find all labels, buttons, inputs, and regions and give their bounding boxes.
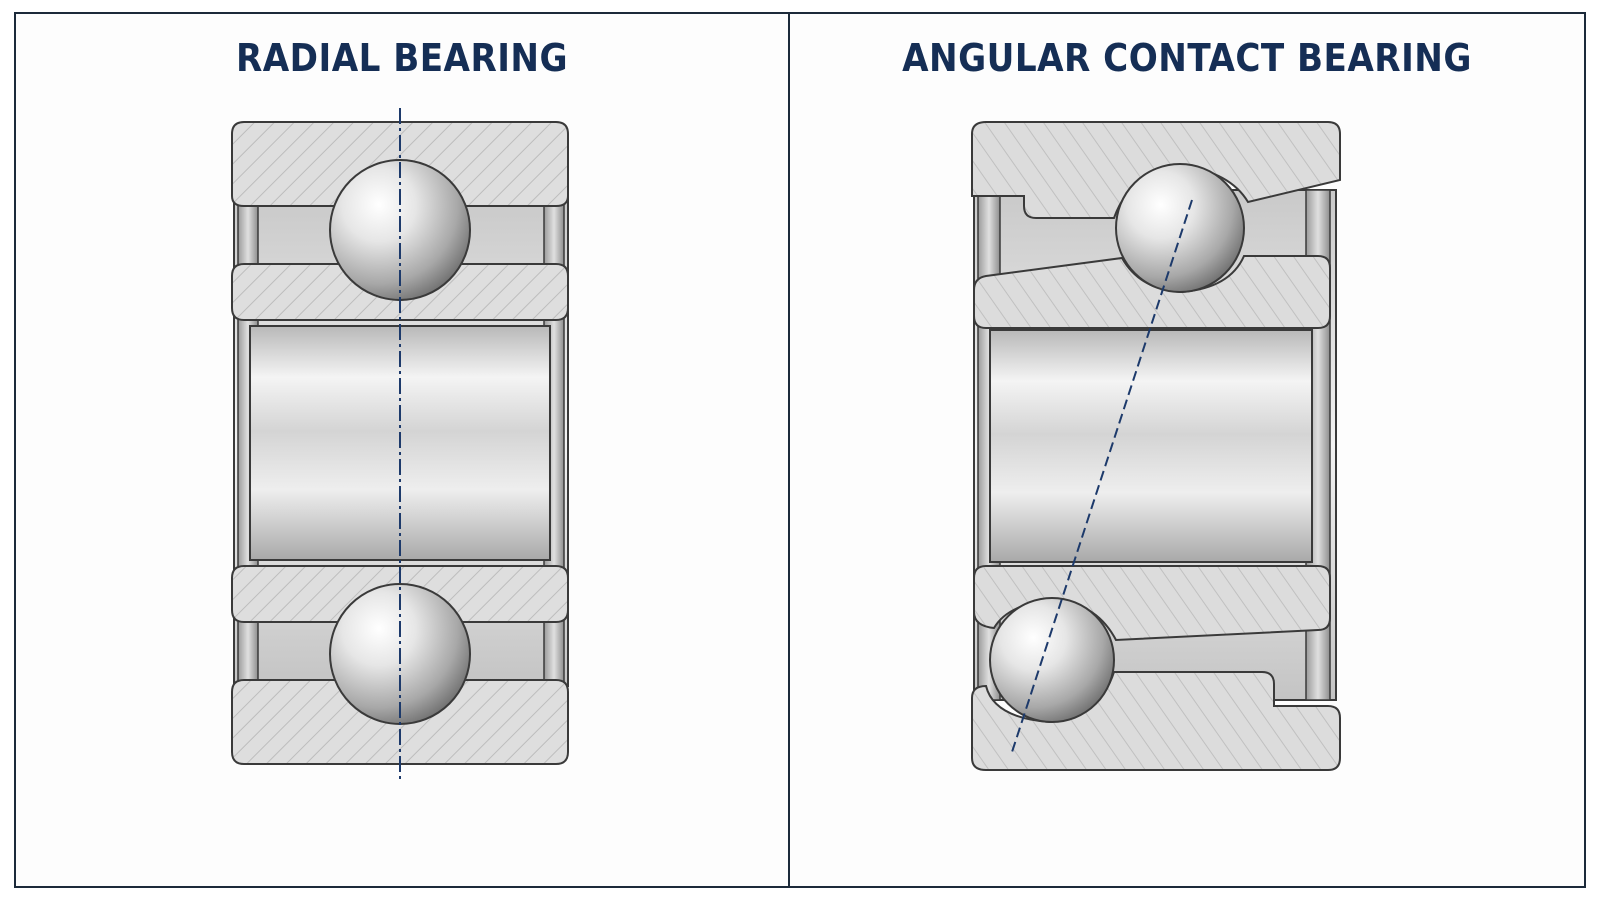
angular-contact-bearing-title: ANGULAR CONTACT BEARING: [902, 36, 1472, 80]
angular-top-ball: [1115, 163, 1245, 293]
radial-bearing-title: RADIAL BEARING: [235, 36, 569, 80]
angular-shaft: [989, 329, 1313, 563]
radial-bearing-cross-section: [231, 108, 569, 780]
angular-contact-bearing-cross-section: [971, 121, 1341, 771]
angular-bottom-ball: [989, 597, 1115, 723]
panel-divider: [788, 12, 790, 888]
angular-contact-line: [1011, 199, 1193, 753]
